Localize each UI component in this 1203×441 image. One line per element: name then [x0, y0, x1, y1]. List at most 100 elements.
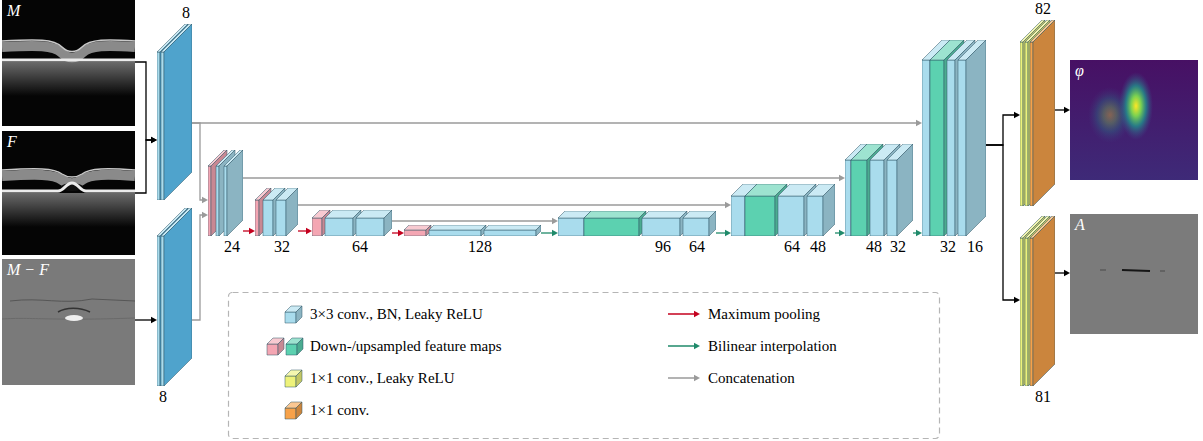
arrowhead [694, 311, 700, 317]
block-side [164, 208, 192, 386]
input-image: M [2, 0, 135, 126]
connector-line [298, 204, 726, 205]
label-slot: 96 [633, 238, 693, 256]
arrowhead [916, 230, 922, 236]
legend-swatch [285, 336, 305, 356]
connector-line [986, 145, 1015, 300]
block-front [404, 230, 426, 236]
connector-line [243, 230, 250, 231]
concatenation-arrow [192, 212, 208, 320]
block-side [536, 225, 541, 236]
output-arrow [1055, 107, 1070, 113]
image-label: M [5, 2, 22, 19]
block-front [161, 236, 164, 386]
block-stack [157, 208, 192, 386]
block-stack [255, 188, 298, 236]
block-front [851, 160, 867, 236]
channel-count: 16 [967, 238, 983, 255]
upsampling-arrow [541, 230, 558, 236]
connector-line [192, 122, 917, 123]
block-stack [731, 184, 835, 236]
block-front [947, 60, 955, 236]
channel-count: 64 [689, 238, 705, 255]
block-front [1025, 42, 1028, 206]
connector-line [192, 123, 203, 200]
channel-count: 48 [866, 238, 882, 255]
block-front [325, 218, 353, 236]
channel-count: 82 [1035, 0, 1051, 17]
legend-border [229, 293, 940, 439]
image-figure [2, 0, 135, 126]
block-stack [1020, 20, 1055, 206]
arrowhead [552, 218, 558, 224]
arrowhead [694, 343, 700, 349]
input-image: F [2, 131, 135, 255]
arrowhead [694, 375, 700, 381]
bottleneck-block: 128 [404, 225, 541, 256]
block-front [745, 196, 775, 236]
appearance-map-image: A [1070, 214, 1198, 334]
label-slot: 32 [252, 238, 312, 256]
block-stack [1020, 216, 1055, 386]
label-slot: 81 [1013, 388, 1073, 406]
block-side [1033, 20, 1055, 206]
arrowhead [1014, 112, 1020, 118]
connector-line [243, 177, 840, 178]
channel-count: 32 [890, 238, 906, 255]
connector-line [192, 215, 203, 320]
arrow-line [668, 313, 695, 315]
connector-line [135, 62, 152, 140]
image-label: F [5, 133, 19, 150]
block-top [429, 225, 486, 230]
block-front [1020, 42, 1023, 206]
block-top [584, 211, 646, 218]
skip-connection [392, 218, 558, 224]
block-front [778, 196, 804, 236]
block-front [267, 344, 278, 355]
block-front [584, 218, 639, 236]
encoder-block: 32 [255, 188, 298, 256]
connector-line [716, 232, 726, 233]
arrowhead [916, 120, 922, 126]
label-slot: 82 [1013, 0, 1073, 18]
channel-count: 8 [159, 388, 167, 405]
arrowhead [151, 137, 157, 143]
block-front [1030, 42, 1033, 206]
arrowhead [725, 202, 731, 208]
arrowhead [202, 197, 208, 203]
legend-arrow-sample [666, 304, 702, 324]
input-line [135, 137, 157, 193]
block-side [278, 338, 284, 355]
block-front [887, 160, 897, 236]
block-top [642, 211, 687, 218]
block-side [296, 306, 302, 323]
arrowhead [202, 212, 208, 218]
block-side [286, 188, 298, 236]
block-front [642, 218, 680, 236]
block-stack [157, 24, 192, 200]
arrowhead [1014, 297, 1020, 303]
block-side [296, 370, 302, 387]
block-front [285, 376, 296, 387]
block-side [823, 184, 835, 236]
legend-text: 3×3 conv., BN, Leaky ReLU [310, 306, 483, 322]
input-feature-maps: 8 [157, 208, 192, 406]
label-slot: F [5, 133, 19, 151]
block-front [930, 60, 944, 236]
block-stack [312, 210, 392, 236]
legend-slot: Concatenation [708, 368, 795, 388]
block-front [276, 200, 286, 236]
concatenation-arrow [192, 123, 208, 203]
image-label: φ [1073, 62, 1086, 79]
legend-arrow-sample [666, 336, 702, 356]
pooling-arrow [243, 228, 255, 234]
block-front [807, 196, 823, 236]
arrowhead [839, 175, 845, 181]
decoder-block: 3216 [922, 40, 986, 256]
channel-count: 24 [224, 238, 240, 255]
block-front [558, 218, 584, 236]
legend-swatch [284, 400, 304, 420]
upsampling-arrow [835, 230, 845, 236]
block-front [845, 160, 851, 236]
block-front [216, 166, 219, 236]
